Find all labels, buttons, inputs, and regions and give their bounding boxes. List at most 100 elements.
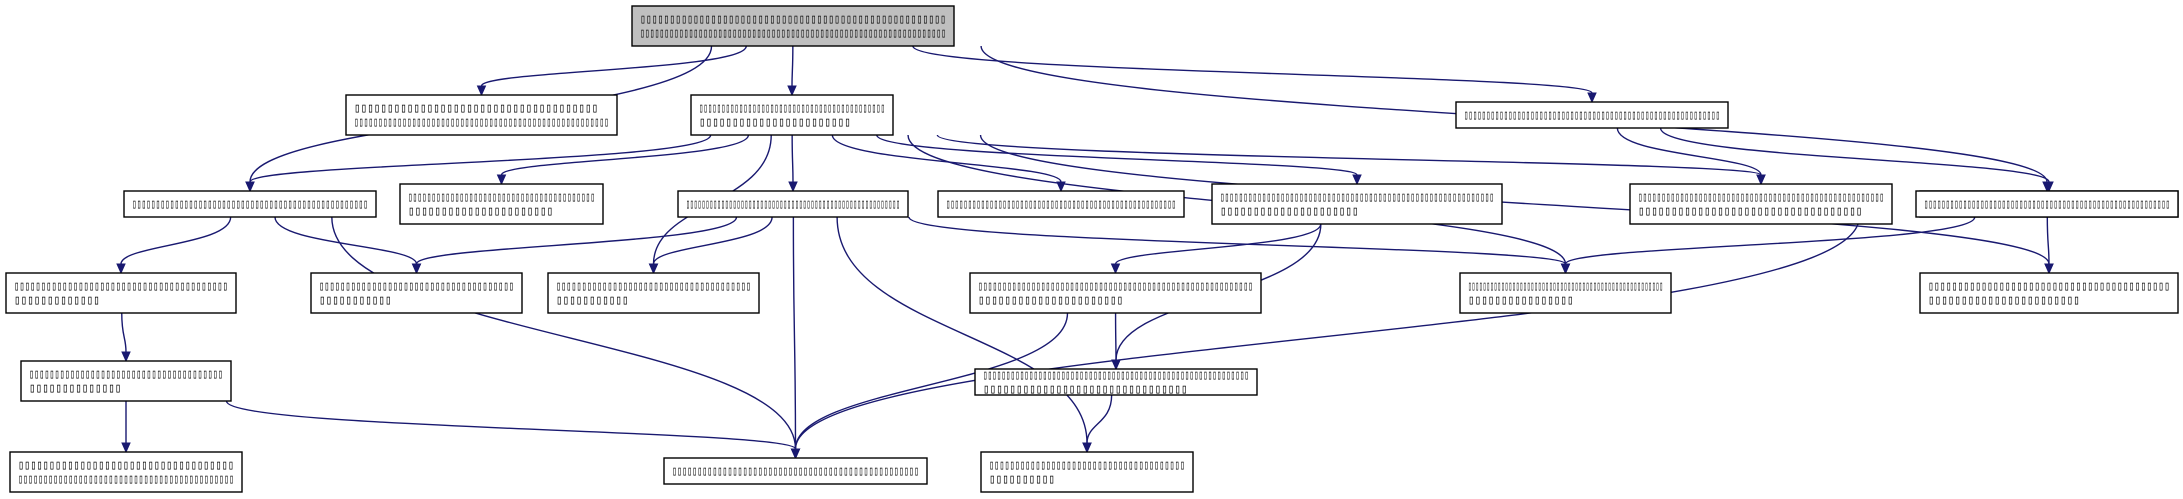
graph-node-n16[interactable]: ▯▯▯▯▯▯▯▯▯▯▯▯▯▯▯▯▯▯▯▯▯▯▯▯▯▯▯▯▯▯▯▯▯▯▯▯▯▯▯▯… (969, 272, 1262, 314)
node-label-line: ▯▯▯▯▯▯▯▯▯▯▯▯▯▯▯▯▯▯▯▯▯▯▯▯▯▯▯▯▯▯▯▯▯▯▯▯▯▯ (29, 367, 223, 382)
node-label-line: ▯▯▯▯▯▯▯▯▯▯▯▯▯▯▯▯▯▯▯▯▯▯▯▯▯▯▯▯▯▯▯▯▯▯▯▯▯▯▯▯… (1924, 197, 2170, 212)
edge-n0-n3 (912, 45, 1593, 94)
arrowhead-n19-n21 (790, 448, 801, 460)
node-label-line: ▯▯▯▯▯▯▯▯▯▯▯▯▯▯▯▯▯▯▯▯▯▯▯▯▯▯▯▯▯▯▯▯▯▯▯▯▯▯▯▯… (686, 197, 900, 212)
node-box (1629, 183, 1893, 225)
graph-node-n17[interactable]: ▯▯▯▯▯▯▯▯▯▯▯▯▯▯▯▯▯▯▯▯▯▯▯▯▯▯▯▯▯▯▯▯▯▯▯▯▯▯▯▯… (974, 368, 1258, 397)
arrowhead-n2-n8 (1352, 174, 1362, 186)
graph-node-n11[interactable]: ▯▯▯▯▯▯▯▯▯▯▯▯▯▯▯▯▯▯▯▯▯▯▯▯▯▯▯▯▯▯▯▯▯▯▯▯▯▯▯▯… (1459, 272, 1672, 314)
node-label-line: ▯▯▯▯▯▯▯▯▯▯▯▯▯▯▯▯▯▯▯▯▯▯▯▯▯▯▯▯▯▯▯▯▯▯▯▯▯▯ (989, 458, 1185, 473)
graph-node-n22[interactable]: ▯▯▯▯▯▯▯▯▯▯▯▯▯▯▯▯▯▯▯▯▯▯▯▯▯▯▯▯▯▯▯▯▯▯▯▯▯▯▯▯… (980, 451, 1194, 493)
node-box (1211, 183, 1503, 225)
node-label-line: ▯▯▯▯▯▯▯▯▯▯▯▯▯▯▯▯▯▯▯▯▯▯▯▯▯▯▯▯▯▯▯▯▯▯▯▯▯ (319, 279, 514, 294)
graph-node-n18[interactable]: ▯▯▯▯▯▯▯▯▯▯▯▯▯▯▯▯▯▯▯▯▯▯▯▯▯▯▯▯▯▯▯▯▯▯▯▯▯▯▯▯… (20, 360, 232, 402)
node-box (1455, 101, 1729, 129)
arrowhead-n19-n11 (1560, 263, 1571, 275)
graph-node-n5[interactable]: ▯▯▯▯▯▯▯▯▯▯▯▯▯▯▯▯▯▯▯▯▯▯▯▯▯▯▯▯▯▯▯▯▯▯▯▯▯▯▯▯… (399, 183, 604, 225)
graph-node-n7[interactable]: ▯▯▯▯▯▯▯▯▯▯▯▯▯▯▯▯▯▯▯▯▯▯▯▯▯▯▯▯▯▯▯▯▯▯▯▯▯▯▯▯… (677, 190, 909, 218)
node-box (345, 94, 618, 136)
node-label-line: ▯▯▯▯▯▯▯▯▯▯▯▯▯▯▯▯▯▯▯▯▯▯▯▯▯▯▯▯▯▯▯▯▯▯▯▯▯▯▯▯… (640, 12, 946, 27)
node-label-line: ▯▯▯▯▯▯▯▯▯▯▯▯▯▯▯▯▯▯▯▯▯▯▯▯▯▯▯▯▯▯▯▯▯▯▯▯▯▯▯▯… (1928, 279, 2170, 294)
arrowhead-n0-n2 (787, 85, 797, 97)
node-box (123, 190, 377, 218)
edge-n19-n15 (2046, 216, 2050, 265)
node-label-line: ▯▯▯▯▯▯▯▯▯▯▯▯▯▯▯▯▯▯▯▯▯▯▯▯▯▯▯▯▯▯▯▯▯▯▯▯▯▯ (556, 279, 751, 294)
node-box (663, 457, 928, 485)
node-label-line: ▯▯▯▯▯▯▯▯▯▯▯▯▯▯▯▯▯▯▯▯▯▯▯▯▯▯▯▯▯▯▯▯▯▯▯▯▯▯▯▯… (699, 101, 885, 116)
edge-n6-n13 (274, 216, 418, 265)
node-box (969, 272, 1262, 314)
node-label-line: ▯▯▯▯▯▯▯▯▯▯▯▯▯▯▯▯▯▯▯▯▯▯▯▯▯▯▯▯▯▯▯▯▯▯▯▯▯▯▯▯… (1638, 190, 1884, 205)
arrowhead-n0-n3 (1587, 92, 1597, 104)
edge-n12-n18 (121, 312, 127, 353)
edge-n3-n10 (1659, 127, 2050, 183)
arrowhead-n6-n12 (116, 263, 126, 275)
edge-n2-n15 (979, 134, 2050, 265)
graph-node-n14[interactable]: ▯▯▯▯▯▯▯▯▯▯▯▯▯▯▯▯▯▯▯▯▯▯▯▯▯▯▯▯▯▯▯▯▯▯▯▯▯▯▯▯… (547, 272, 760, 314)
graph-node-n21[interactable]: ▯▯▯▯▯▯▯▯▯▯▯▯▯▯▯▯▯▯▯▯▯▯▯▯▯▯▯▯▯▯▯▯▯▯▯▯▯▯▯▯… (663, 457, 928, 485)
node-label-line: ▯▯▯▯▯▯▯▯▯▯▯▯▯▯▯▯▯▯▯▯▯▯ (408, 204, 553, 219)
graph-node-n19[interactable]: ▯▯▯▯▯▯▯▯▯▯▯▯▯▯▯▯▯▯▯▯▯▯▯▯▯▯▯▯▯▯▯▯▯▯▯▯▯▯▯▯… (1915, 190, 2179, 218)
node-box (310, 272, 523, 314)
graph-node-n15[interactable]: ▯▯▯▯▯▯▯▯▯▯▯▯▯▯▯▯▯▯▯▯▯▯▯▯▯▯▯▯▯▯▯▯▯▯▯▯▯▯▯▯… (1919, 272, 2179, 314)
node-label-line: ▯▯▯▯▯▯▯▯▯▯▯▯▯▯▯▯▯▯▯▯▯▯▯ (699, 115, 851, 130)
node-box (9, 451, 243, 493)
node-label-line: ▯▯▯▯▯▯▯▯▯▯▯▯▯▯▯▯▯▯▯▯▯▯▯▯▯▯▯▯▯▯▯ (983, 382, 1188, 397)
edge-n6-n21 (331, 216, 797, 450)
edge-n7-n11 (908, 216, 1567, 265)
arrowhead-n12-n18 (121, 351, 131, 363)
node-box (677, 190, 909, 218)
node-label-line: ▯▯▯▯▯▯▯▯▯▯▯▯▯▯▯▯▯▯▯▯▯▯▯▯▯▯▯▯▯▯▯▯▯▯▯▯▯▯▯▯… (983, 368, 1249, 383)
graph-node-n1[interactable]: ▯▯▯▯▯▯▯▯▯▯▯▯▯▯▯▯▯▯▯▯▯▯▯▯▯▯▯▯▯▯▯▯▯▯▯▯▯▯▯▯… (345, 94, 618, 136)
node-label-line: ▯▯▯▯▯▯▯▯▯▯▯▯▯▯▯▯▯▯▯▯▯ (1220, 204, 1359, 219)
edge-n7-n14 (652, 216, 773, 265)
edge-n19-n11 (1564, 216, 1976, 265)
node-label-line: ▯▯▯▯▯▯▯▯▯▯▯▯▯▯▯▯▯▯▯▯▯▯▯▯▯▯▯▯▯▯▯▯▯▯▯▯▯▯▯▯… (132, 197, 368, 212)
graph-node-n3[interactable]: ▯▯▯▯▯▯▯▯▯▯▯▯▯▯▯▯▯▯▯▯▯▯▯▯▯▯▯▯▯▯▯▯▯▯▯▯▯▯▯▯… (1455, 101, 1729, 129)
graph-node-n2[interactable]: ▯▯▯▯▯▯▯▯▯▯▯▯▯▯▯▯▯▯▯▯▯▯▯▯▯▯▯▯▯▯▯▯▯▯▯▯▯▯▯▯… (690, 94, 894, 136)
edge-n2-n4 (831, 134, 1062, 183)
node-label-line: ▯▯▯▯▯▯▯▯▯▯▯▯▯▯▯▯▯▯▯▯▯▯▯▯▯▯▯▯▯▯▯▯▯▯▯▯▯▯▯▯ (408, 190, 595, 205)
arrowhead-n2-n5 (496, 174, 507, 186)
graph-node-n6[interactable]: ▯▯▯▯▯▯▯▯▯▯▯▯▯▯▯▯▯▯▯▯▯▯▯▯▯▯▯▯▯▯▯▯▯▯▯▯▯▯▯▯… (123, 190, 377, 218)
graph-node-n0[interactable]: ▯▯▯▯▯▯▯▯▯▯▯▯▯▯▯▯▯▯▯▯▯▯▯▯▯▯▯▯▯▯▯▯▯▯▯▯▯▯▯▯… (631, 5, 955, 47)
node-label-line: ▯▯▯▯▯▯▯▯▯▯▯ (556, 293, 629, 308)
node-label-line: ▯▯▯▯▯▯▯▯▯▯▯▯▯▯▯▯▯▯▯▯▯▯▯▯▯▯▯▯▯▯▯▯▯▯▯▯▯▯▯▯… (1464, 108, 1720, 123)
graph-node-n8[interactable]: ▯▯▯▯▯▯▯▯▯▯▯▯▯▯▯▯▯▯▯▯▯▯▯▯▯▯▯▯▯▯▯▯▯▯▯▯▯▯▯▯… (1211, 183, 1503, 225)
graph-node-n4[interactable]: ▯▯▯▯▯▯▯▯▯▯▯▯▯▯▯▯▯▯▯▯▯▯▯▯▯▯▯▯▯▯▯▯▯▯▯▯▯▯▯▯… (937, 190, 1185, 218)
node-box (1459, 272, 1672, 314)
edge-n8-n16 (1114, 223, 1322, 265)
arrowhead-n7-n14 (648, 263, 659, 275)
edge-n7-n21 (792, 216, 797, 450)
node-label-line: ▯▯▯▯▯▯▯▯▯▯▯▯▯▯▯▯▯▯▯▯▯▯▯▯▯▯▯▯▯▯▯▯▯▯▯▯▯▯▯▯… (672, 464, 919, 479)
edge-n18-n21 (225, 400, 797, 450)
node-box (974, 368, 1258, 396)
arrowhead-n2-n7 (788, 181, 798, 193)
arrowhead-n0-n1 (476, 85, 487, 97)
edge-n0-n2 (791, 45, 794, 87)
arrowhead-n18-n20 (121, 442, 131, 454)
node-label-line: ▯▯▯▯▯▯▯▯▯▯ (989, 472, 1055, 487)
node-label-line: ▯▯▯▯▯▯▯▯▯▯▯▯▯ (14, 293, 100, 308)
node-label-line: ▯▯▯▯▯▯▯▯▯▯▯▯▯▯▯▯ (1468, 293, 1574, 308)
graph-node-n12[interactable]: ▯▯▯▯▯▯▯▯▯▯▯▯▯▯▯▯▯▯▯▯▯▯▯▯▯▯▯▯▯▯▯▯▯▯▯▯▯▯▯▯… (5, 272, 237, 314)
node-label-line: ▯▯▯▯▯▯▯▯▯▯▯▯▯▯▯▯▯▯▯▯▯▯▯▯▯▯▯▯▯▯▯▯▯▯▯▯▯▯▯▯… (978, 279, 1253, 294)
graph-node-n13[interactable]: ▯▯▯▯▯▯▯▯▯▯▯▯▯▯▯▯▯▯▯▯▯▯▯▯▯▯▯▯▯▯▯▯▯▯▯▯▯▯▯▯… (310, 272, 523, 314)
node-label-line: ▯▯▯▯▯▯▯▯▯▯▯▯▯▯▯▯▯▯▯▯▯▯▯▯▯▯▯▯▯▯▯▯▯▯ (1638, 204, 1862, 219)
node-label-line: ▯▯▯▯▯▯▯▯▯▯▯▯▯▯▯▯▯▯▯▯▯▯▯▯▯▯▯▯▯▯▯▯▯▯▯▯▯▯▯▯… (18, 472, 234, 487)
arrowhead-n3-n9 (1756, 174, 1766, 186)
edge-n6-n12 (120, 216, 232, 265)
edge-n2-n6 (249, 134, 712, 183)
arrowhead-n17-n22 (1082, 442, 1092, 454)
edge-n0-n1 (480, 45, 747, 87)
node-box (5, 272, 237, 314)
edge-n16-n21 (794, 312, 1069, 450)
node-box (631, 5, 955, 47)
edge-n2-n7 (791, 134, 794, 183)
node-label-line: ▯▯▯▯▯▯▯▯▯▯▯▯▯▯▯▯▯▯▯▯▯▯▯▯▯▯▯▯▯▯▯▯▯▯▯▯▯▯▯▯… (354, 115, 609, 130)
graph-node-n20[interactable]: ▯▯▯▯▯▯▯▯▯▯▯▯▯▯▯▯▯▯▯▯▯▯▯▯▯▯▯▯▯▯▯▯▯▯▯▯▯▯▯▯… (9, 451, 243, 493)
arrowhead-n2-n4 (1056, 181, 1066, 193)
node-box (690, 94, 894, 136)
node-label-line: ▯▯▯▯▯▯▯▯▯▯▯▯▯▯▯▯▯▯▯▯▯▯ (978, 293, 1123, 308)
graph-node-n9[interactable]: ▯▯▯▯▯▯▯▯▯▯▯▯▯▯▯▯▯▯▯▯▯▯▯▯▯▯▯▯▯▯▯▯▯▯▯▯▯▯▯▯… (1629, 183, 1893, 225)
